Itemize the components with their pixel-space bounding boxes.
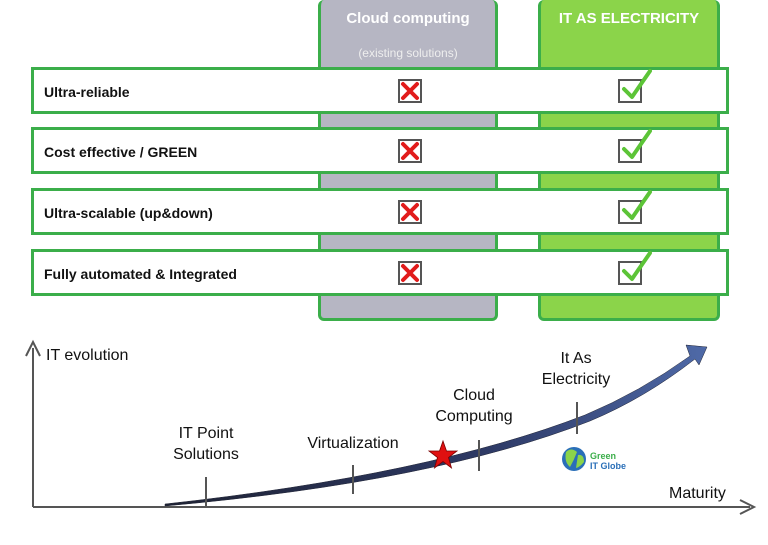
check-icon xyxy=(618,129,652,163)
y-axis-label: IT evolution xyxy=(46,347,129,364)
logo-line-1: Green xyxy=(590,451,617,461)
x-axis-label: Maturity xyxy=(669,485,726,502)
cloud-computing-title: Cloud computing xyxy=(346,10,470,27)
feature-label: Ultra-reliable xyxy=(44,84,130,100)
green-it-globe-text: Green IT Globe xyxy=(590,451,626,471)
feature-label: Cost effective / GREEN xyxy=(44,144,198,160)
milestone-it-point-solutions: IT Point Solutions xyxy=(173,425,239,463)
cross-icon xyxy=(398,261,422,285)
check-icon xyxy=(618,251,652,285)
it-as-electricity-title: IT AS ELECTRICITY xyxy=(558,10,700,27)
milestone-it-as-electricity: It As Electricity xyxy=(541,350,611,388)
milestone-virtualization: Virtualization xyxy=(307,435,399,452)
current-position-star-icon xyxy=(427,439,459,470)
cloud-computing-subtitle: (existing solutions) xyxy=(358,46,458,60)
check-icon xyxy=(618,190,652,224)
green-it-globe-logo xyxy=(562,447,586,471)
cross-icon xyxy=(398,139,422,163)
logo-line-2: IT Globe xyxy=(590,461,626,471)
feature-row-ultra-reliable: Ultra-reliable xyxy=(31,67,729,114)
feature-label: Fully automated & Integrated xyxy=(44,266,237,282)
feature-row-cost-effective: Cost effective / GREEN xyxy=(31,127,729,174)
feature-label: Ultra-scalable (up&down) xyxy=(44,205,213,221)
check-icon xyxy=(618,69,652,103)
y-axis xyxy=(25,339,41,507)
x-axis xyxy=(33,499,757,515)
milestone-cloud-computing: Cloud Computing xyxy=(435,387,513,425)
cross-icon xyxy=(398,79,422,103)
feature-row-fully-automated: Fully automated & Integrated xyxy=(31,249,729,296)
feature-row-ultra-scalable: Ultra-scalable (up&down) xyxy=(31,188,729,235)
cross-icon xyxy=(398,200,422,224)
